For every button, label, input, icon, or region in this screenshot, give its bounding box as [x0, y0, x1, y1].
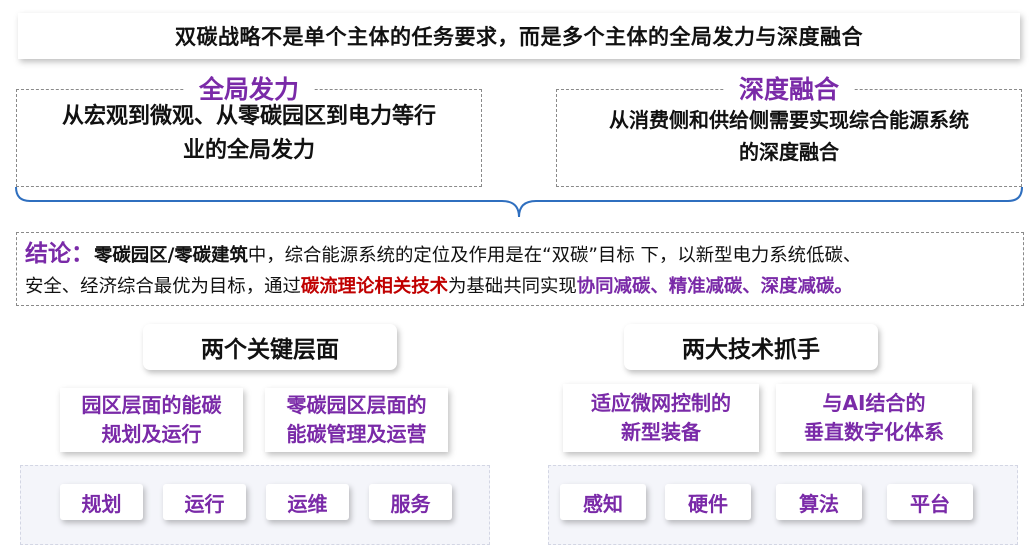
left-card-2-line1: 零碳园区层面的 — [286, 393, 427, 417]
conclusion-line2: 安全、经济综合最优为目标，通过碳流理论相关技术为基础共同实现协同减碳、精准减碳、… — [25, 271, 1017, 302]
global-effort-line2: 业的全局发力 — [182, 138, 315, 164]
global-effort-line1: 从宏观到微观、从零碳园区到电力等行 — [61, 104, 436, 129]
deep-integration-line2: 的深度融合 — [739, 140, 839, 164]
chip-operation: 运行 — [163, 484, 246, 520]
right-card-2: 与AI结合的 垂直数字化体系 — [776, 384, 972, 452]
conclusion-line1: 结论：零碳园区/零碳建筑中，综合能源系统的定位及作用是在“双碳”目标 下，以新型… — [25, 239, 1017, 271]
conclusion-text3: 为基础共同实现 — [448, 276, 577, 297]
global-effort-heading: 全局发力 — [184, 70, 313, 106]
right-card-2-line1: 与AI结合的 — [822, 391, 926, 415]
key-levels-title-text: 两个关键层面 — [201, 337, 339, 363]
left-card-2: 零碳园区层面的 能碳管理及运营 — [265, 388, 448, 452]
left-card-1-line2: 规划及运行 — [101, 422, 202, 446]
chip-algorithm: 算法 — [776, 484, 862, 520]
deep-integration-line1: 从消费侧和供给侧需要实现综合能源系统 — [609, 108, 969, 132]
chip-maintenance: 运维 — [266, 484, 349, 520]
conclusion-label: 结论： — [25, 241, 94, 267]
conclusion-box: 结论：零碳园区/零碳建筑中，综合能源系统的定位及作用是在“双碳”目标 下，以新型… — [16, 232, 1024, 306]
deep-integration-heading: 深度融合 — [724, 70, 853, 106]
global-effort-heading-wrap: 全局发力 — [16, 70, 482, 106]
conclusion-red-text: 碳流理论相关技术 — [300, 276, 449, 297]
conclusion-text2: 安全、经济综合最优为目标，通过 — [25, 276, 301, 297]
chip-sensing: 感知 — [560, 484, 646, 520]
chip-hardware: 硬件 — [665, 484, 751, 520]
tech-levers-title-text: 两大技术抓手 — [682, 337, 820, 363]
chip-planning: 规划 — [60, 484, 143, 520]
chip-service: 服务 — [369, 484, 452, 520]
conclusion-text1: 中，综合能源系统的定位及作用是在“双碳”目标 下，以新型电力系统低碳、 — [247, 245, 862, 266]
conclusion-purple-text: 协同减碳、精准减碳、深度减碳。 — [576, 276, 853, 297]
left-card-2-line2: 能碳管理及运营 — [286, 422, 427, 446]
deep-integration-text: 从消费侧和供给侧需要实现综合能源系统 的深度融合 — [556, 104, 1022, 168]
conclusion-subject: 零碳园区/零碳建筑 — [94, 245, 248, 266]
chip-platform: 平台 — [887, 484, 973, 520]
global-effort-text: 从宏观到微观、从零碳园区到电力等行 业的全局发力 — [16, 100, 482, 168]
right-card-1: 适应微网控制的 新型装备 — [563, 384, 759, 452]
key-levels-title: 两个关键层面 — [143, 324, 397, 370]
left-card-1: 园区层面的能碳 规划及运行 — [60, 388, 243, 452]
left-card-1-line1: 园区层面的能碳 — [81, 393, 222, 417]
brace-connector — [15, 186, 1023, 218]
right-card-2-line2: 垂直数字化体系 — [804, 420, 944, 444]
right-card-1-line2: 新型装备 — [621, 420, 701, 444]
right-card-1-line1: 适应微网控制的 — [591, 391, 731, 415]
title-banner: 双碳战略不是单个主体的任务要求，而是多个主体的全局发力与深度融合 — [18, 13, 1020, 59]
main-title: 双碳战略不是单个主体的任务要求，而是多个主体的全局发力与深度融合 — [175, 25, 863, 49]
tech-levers-title: 两大技术抓手 — [624, 324, 878, 370]
deep-integration-heading-wrap: 深度融合 — [556, 70, 1022, 106]
